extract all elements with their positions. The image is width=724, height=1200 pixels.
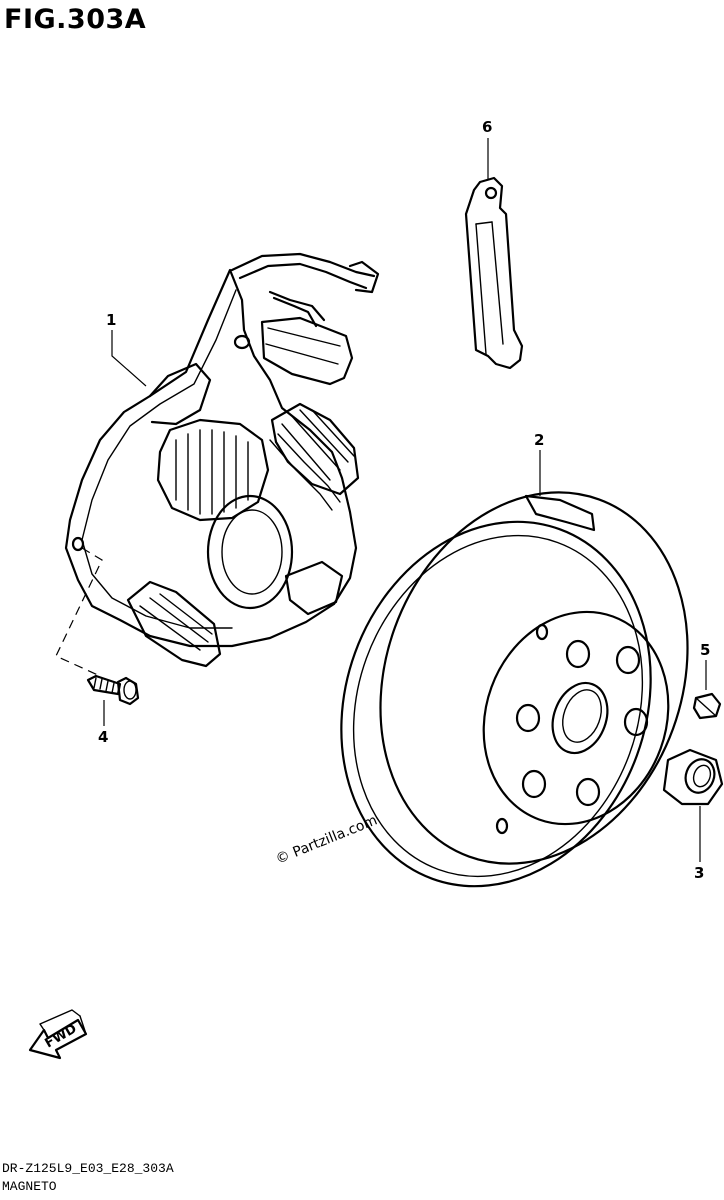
figure-title: FIG.303A (4, 4, 147, 35)
callout-6: 6 (482, 118, 492, 136)
callout-2: 2 (534, 431, 544, 449)
diagram-caption: MAGNETO (2, 1179, 57, 1194)
part-6-clamp (464, 176, 524, 370)
callout-3: 3 (694, 864, 704, 882)
part-4-screw (86, 674, 140, 706)
callout-4: 4 (98, 728, 108, 746)
part-1-stator (64, 252, 380, 668)
diagram-code: DR-Z125L9_E03_E28_303A (2, 1161, 174, 1176)
leader-1 (111, 330, 147, 387)
part-3-nut (662, 748, 724, 806)
fwd-arrow-icon: FWD (28, 1009, 88, 1060)
assembly-dashed-line (55, 547, 103, 677)
part-2-flywheel (340, 491, 689, 888)
callout-1: 1 (106, 311, 116, 329)
callout-5: 5 (700, 641, 710, 659)
watermark: © Partzilla.com (274, 812, 380, 867)
part-5-key (692, 692, 722, 720)
